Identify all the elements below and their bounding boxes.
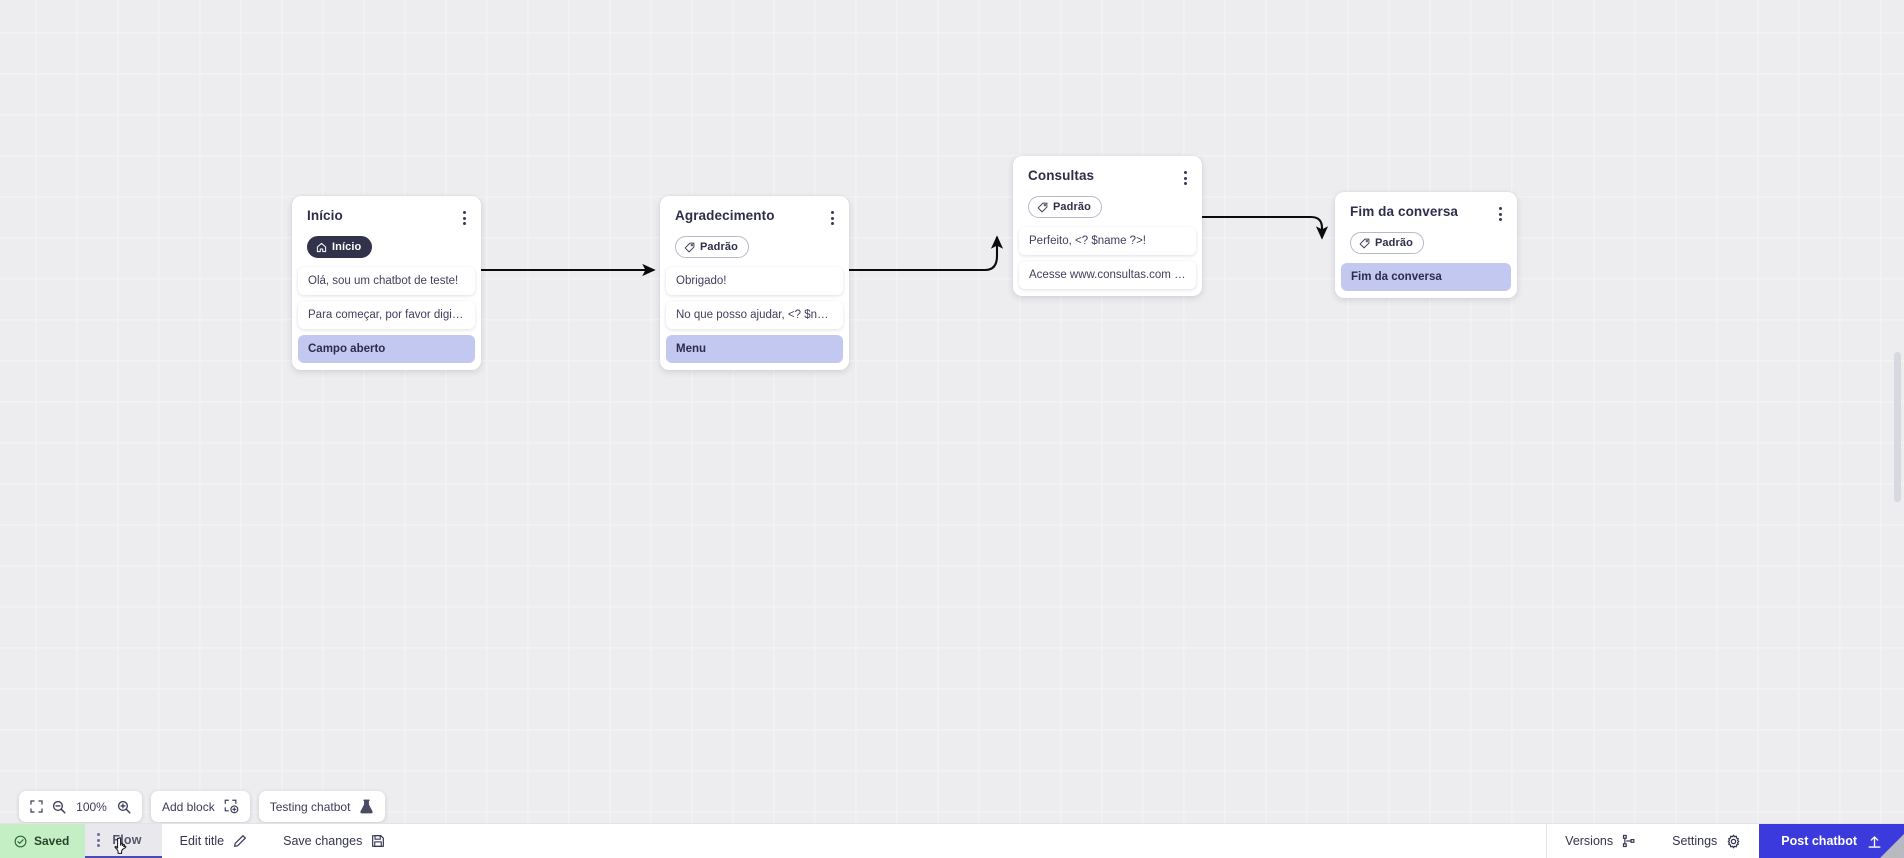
node-rows: Fim da conversa bbox=[1335, 263, 1517, 291]
bottom-status-bar: Saved Flow Edit title Save changes Versi… bbox=[0, 823, 1904, 858]
zoom-out-icon[interactable] bbox=[52, 800, 66, 814]
tab-flow[interactable]: Flow bbox=[85, 824, 162, 858]
node-badge[interactable]: Padrão bbox=[675, 236, 749, 258]
node-title: Consultas bbox=[1028, 168, 1095, 183]
flow-canvas[interactable]: Início Início Olá, sou um chatbot de tes… bbox=[0, 0, 1904, 823]
versions-button[interactable]: Versions bbox=[1547, 824, 1654, 858]
flow-node-inicio[interactable]: Início Início Olá, sou um chatbot de tes… bbox=[292, 196, 481, 370]
testing-chatbot-button[interactable]: Testing chatbot bbox=[258, 791, 386, 822]
node-header: Consultas bbox=[1013, 156, 1202, 188]
node-badge[interactable]: Início bbox=[307, 236, 373, 258]
add-block-label: Add block bbox=[162, 799, 215, 814]
drag-handle-icon[interactable] bbox=[94, 833, 103, 847]
node-header: Fim da conversa bbox=[1335, 192, 1517, 224]
node-title: Fim da conversa bbox=[1350, 204, 1459, 219]
post-chatbot-label: Post chatbot bbox=[1781, 834, 1857, 848]
node-badge[interactable]: Padrão bbox=[1028, 196, 1102, 218]
node-badge-label: Padrão bbox=[700, 241, 738, 253]
node-badge-label: Padrão bbox=[1375, 237, 1413, 249]
tag-icon bbox=[1037, 202, 1048, 212]
node-row[interactable]: Obrigado! bbox=[666, 267, 843, 295]
vertical-scrollbar[interactable] bbox=[1893, 0, 1901, 823]
versions-label: Versions bbox=[1565, 834, 1614, 848]
node-row[interactable]: No que posso ajudar, <? $name ... bbox=[666, 301, 843, 329]
saved-status-badge: Saved bbox=[0, 824, 86, 858]
flow-node-agradecimento[interactable]: Agradecimento Padrão Obrigado! No que po… bbox=[660, 196, 849, 370]
node-row[interactable]: Acesse www.consultas.com par... bbox=[1019, 261, 1196, 289]
testing-chatbot-label: Testing chatbot bbox=[269, 799, 351, 814]
node-menu-button[interactable] bbox=[1489, 204, 1504, 224]
node-badge[interactable]: Padrão bbox=[1350, 232, 1424, 254]
edit-title-label: Edit title bbox=[179, 834, 225, 848]
canvas-toolbar: 100% Add block Testing chatbot bbox=[19, 791, 386, 822]
home-icon bbox=[316, 242, 327, 252]
post-chatbot-button[interactable]: Post chatbot bbox=[1759, 824, 1904, 858]
node-badge-row: Padrão bbox=[1335, 224, 1517, 263]
flow-node-consultas[interactable]: Consultas Padrão Perfeito, <? $name ?>! … bbox=[1013, 156, 1202, 296]
connection-layer bbox=[481, 215, 1329, 277]
edit-title-button[interactable]: Edit title bbox=[162, 824, 265, 858]
node-row-highlighted[interactable]: Menu bbox=[666, 335, 843, 363]
node-title: Agradecimento bbox=[675, 208, 775, 223]
flask-icon bbox=[360, 799, 374, 813]
add-block-icon bbox=[224, 799, 239, 814]
node-menu-button[interactable] bbox=[453, 208, 468, 228]
node-rows: Olá, sou um chatbot de teste! Para começ… bbox=[292, 267, 481, 363]
edge-consultas-fim bbox=[1202, 215, 1329, 240]
node-badge-label: Início bbox=[332, 241, 362, 253]
node-rows: Perfeito, <? $name ?>! Acesse www.consul… bbox=[1013, 227, 1202, 289]
node-badge-row: Padrão bbox=[660, 228, 849, 267]
node-rows: Obrigado! No que posso ajudar, <? $name … bbox=[660, 267, 849, 363]
node-badge-row: Padrão bbox=[1013, 188, 1202, 227]
node-header: Início bbox=[292, 196, 481, 228]
tab-flow-label: Flow bbox=[112, 833, 142, 847]
gear-icon bbox=[1727, 834, 1740, 848]
branch-icon bbox=[1623, 834, 1635, 848]
zoom-in-icon[interactable] bbox=[117, 800, 131, 814]
floppy-disk-icon bbox=[372, 835, 385, 847]
settings-label: Settings bbox=[1672, 834, 1718, 848]
bottom-bar-right-group: Versions Settings bbox=[1546, 824, 1904, 858]
zoom-level-label: 100% bbox=[76, 799, 107, 814]
zoom-control-group: 100% bbox=[19, 791, 142, 822]
pencil-icon bbox=[234, 835, 247, 847]
node-row-highlighted[interactable]: Fim da conversa bbox=[1341, 263, 1511, 291]
node-row[interactable]: Perfeito, <? $name ?>! bbox=[1019, 227, 1196, 255]
node-row[interactable]: Para começar, por favor digite o ... bbox=[298, 301, 475, 329]
node-badge-row: Início bbox=[292, 228, 481, 267]
save-changes-label: Save changes bbox=[283, 834, 363, 848]
fit-screen-icon[interactable] bbox=[30, 800, 43, 813]
edge-agradecimento-consultas bbox=[849, 235, 1004, 272]
node-menu-button[interactable] bbox=[821, 208, 836, 228]
upload-icon bbox=[1868, 835, 1881, 848]
node-title: Início bbox=[307, 208, 343, 223]
node-menu-button[interactable] bbox=[1174, 168, 1189, 188]
add-block-button[interactable]: Add block bbox=[151, 791, 250, 822]
check-circle-icon bbox=[14, 835, 27, 847]
settings-button[interactable]: Settings bbox=[1654, 824, 1759, 858]
window-resize-corner[interactable] bbox=[1880, 834, 1904, 858]
save-changes-button[interactable]: Save changes bbox=[265, 824, 403, 858]
saved-label: Saved bbox=[34, 834, 70, 848]
node-badge-label: Padrão bbox=[1053, 201, 1091, 213]
flow-node-fim-da-conversa[interactable]: Fim da conversa Padrão Fim da conversa bbox=[1335, 192, 1517, 298]
node-row[interactable]: Olá, sou um chatbot de teste! bbox=[298, 267, 475, 295]
node-row-highlighted[interactable]: Campo aberto bbox=[298, 335, 475, 363]
tag-icon bbox=[1359, 238, 1370, 248]
tag-icon bbox=[684, 242, 695, 252]
vertical-scrollbar-thumb[interactable] bbox=[1894, 352, 1901, 502]
node-header: Agradecimento bbox=[660, 196, 849, 228]
